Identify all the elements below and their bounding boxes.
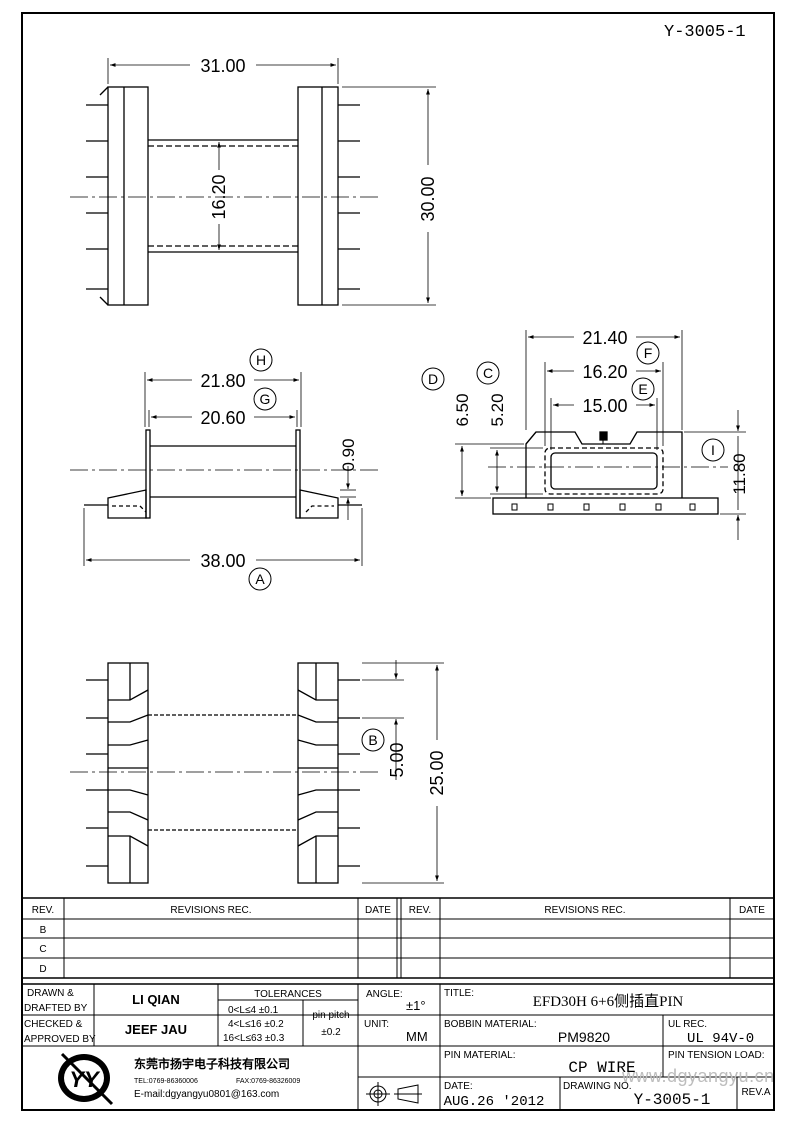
pin-material-value: CP WIRE xyxy=(568,1059,635,1077)
callout-a-letter: A xyxy=(255,571,265,587)
unit-value: MM xyxy=(406,1029,428,1044)
dim-top-inner: 16.20 xyxy=(209,174,229,219)
rev-row-c: C xyxy=(39,944,46,955)
header-drawing-id: Y-3005-1 xyxy=(664,23,746,42)
callout-f-letter: F xyxy=(644,345,653,361)
drawn-label-2: DRAFTED BY xyxy=(24,1003,88,1014)
date-value: AUG.26 '2012 xyxy=(444,1094,545,1110)
company-fax: FAX:0769-86326009 xyxy=(236,1078,300,1085)
tolerances-label: TOLERANCES xyxy=(254,989,322,1000)
callout-letters: H G A D C F E I B xyxy=(255,345,715,748)
revision-table xyxy=(21,897,775,979)
ul-value: UL 94V-0 xyxy=(687,1031,754,1047)
end-view xyxy=(455,330,746,540)
title-value: EFD30H 6+6侧插直PIN xyxy=(533,993,684,1010)
pin-tension-label: PIN TENSION LOAD: xyxy=(668,1050,765,1061)
callout-a xyxy=(248,567,272,591)
drawn-label-1: DRAWN & xyxy=(27,988,74,999)
dim-end-f: 16.20 xyxy=(582,362,627,382)
date-col-2: DATE xyxy=(739,905,765,916)
unit-label: UNIT: xyxy=(364,1019,389,1030)
dim-end-i: 11.80 xyxy=(730,453,749,494)
dim-side-g: 20.60 xyxy=(200,408,245,428)
tolerance-3: 16<L≤63 ±0.3 xyxy=(223,1033,285,1044)
drawing-no-value: Y-3005-1 xyxy=(634,1091,711,1109)
rev-row-d: D xyxy=(39,964,46,975)
tolerance-1: 0<L≤4 ±0.1 xyxy=(228,1005,279,1016)
tolerance-2: 4<L≤16 ±0.2 xyxy=(228,1019,284,1030)
title-label: TITLE: xyxy=(444,988,474,999)
dim-side-thick: 0.90 xyxy=(339,438,358,471)
rev-rec-col-1: REVISIONS REC. xyxy=(170,905,251,916)
side-view xyxy=(70,372,380,566)
rev-label: REV.A xyxy=(741,1087,770,1098)
pin-pitch-value: ±0.2 xyxy=(321,1027,341,1038)
dim-end-e: 15.00 xyxy=(582,396,627,416)
bobbin-material-label: BOBBIN MATERIAL: xyxy=(444,1019,537,1030)
angle-value: ±1° xyxy=(406,998,426,1013)
title-block-text: DRAWN & DRAFTED BY LI QIAN CHECKED & APP… xyxy=(24,988,771,1110)
company-name: 东莞市扬宇电子科技有限公司 xyxy=(134,1056,290,1071)
callout-g-letter: G xyxy=(260,391,271,407)
rev-col-2: REV. xyxy=(409,905,431,916)
callout-i xyxy=(701,438,725,462)
callout-b-letter: B xyxy=(368,732,377,748)
dim-end-overall: 21.40 xyxy=(582,328,627,348)
date-col-1: DATE xyxy=(365,905,391,916)
rev-col-1: REV. xyxy=(32,905,54,916)
revision-table-text: REV. REVISIONS REC. DATE REV. REVISIONS … xyxy=(32,905,766,975)
projection-symbol xyxy=(366,1082,422,1106)
dim-top-width: 31.00 xyxy=(200,56,245,76)
callout-h-letter: H xyxy=(256,352,266,368)
callout-d xyxy=(421,367,445,391)
bobbin-material-value: PM9820 xyxy=(558,1029,610,1045)
drawn-value: LI QIAN xyxy=(132,992,180,1007)
callout-b xyxy=(361,728,385,752)
dim-top-height: 30.00 xyxy=(418,176,438,221)
rev-row-b: B xyxy=(40,925,47,936)
dim-side-h: 21.80 xyxy=(200,371,245,391)
company-tel: TEL:0769-86360006 xyxy=(134,1078,198,1085)
pin-pitch-label: pin pitch xyxy=(312,1010,349,1021)
dim-bottom-total: 25.00 xyxy=(427,750,447,795)
callout-c-letter: C xyxy=(483,365,493,381)
ul-label: UL REC. xyxy=(668,1019,707,1030)
drawing-no-label: DRAWING NO. xyxy=(563,1081,632,1092)
company-logo: YY xyxy=(58,1052,114,1106)
callout-e-letter: E xyxy=(638,381,647,397)
dim-end-d: 6.50 xyxy=(453,393,472,426)
company-email: E-mail:dgyangyu0801@163.com xyxy=(134,1089,279,1100)
pin-material-label: PIN MATERIAL: xyxy=(444,1050,516,1061)
title-block xyxy=(21,983,775,1111)
callout-i-letter: I xyxy=(711,442,715,458)
checked-label-1: CHECKED & xyxy=(24,1019,83,1030)
checked-label-2: APPROVED BY xyxy=(24,1034,96,1045)
callout-h xyxy=(249,348,273,372)
callout-g xyxy=(253,387,277,411)
watermark: www.dgyangyu.cn xyxy=(622,1066,775,1086)
angle-label: ANGLE: xyxy=(366,989,403,1000)
dim-bottom-b: 5.00 xyxy=(387,742,407,777)
callout-e xyxy=(631,377,655,401)
top-view xyxy=(70,58,436,306)
callout-d-letter: D xyxy=(428,371,438,387)
date-label: DATE: xyxy=(444,1081,473,1092)
dim-end-c: 5.20 xyxy=(488,393,507,426)
sheet-border xyxy=(21,12,775,1111)
dim-side-a: 38.00 xyxy=(200,551,245,571)
callouts xyxy=(248,341,725,752)
checked-value: JEEF JAU xyxy=(125,1022,187,1037)
callout-f xyxy=(636,341,660,365)
callout-c xyxy=(476,361,500,385)
bottom-view xyxy=(70,660,444,884)
rev-rec-col-2: REVISIONS REC. xyxy=(544,905,625,916)
